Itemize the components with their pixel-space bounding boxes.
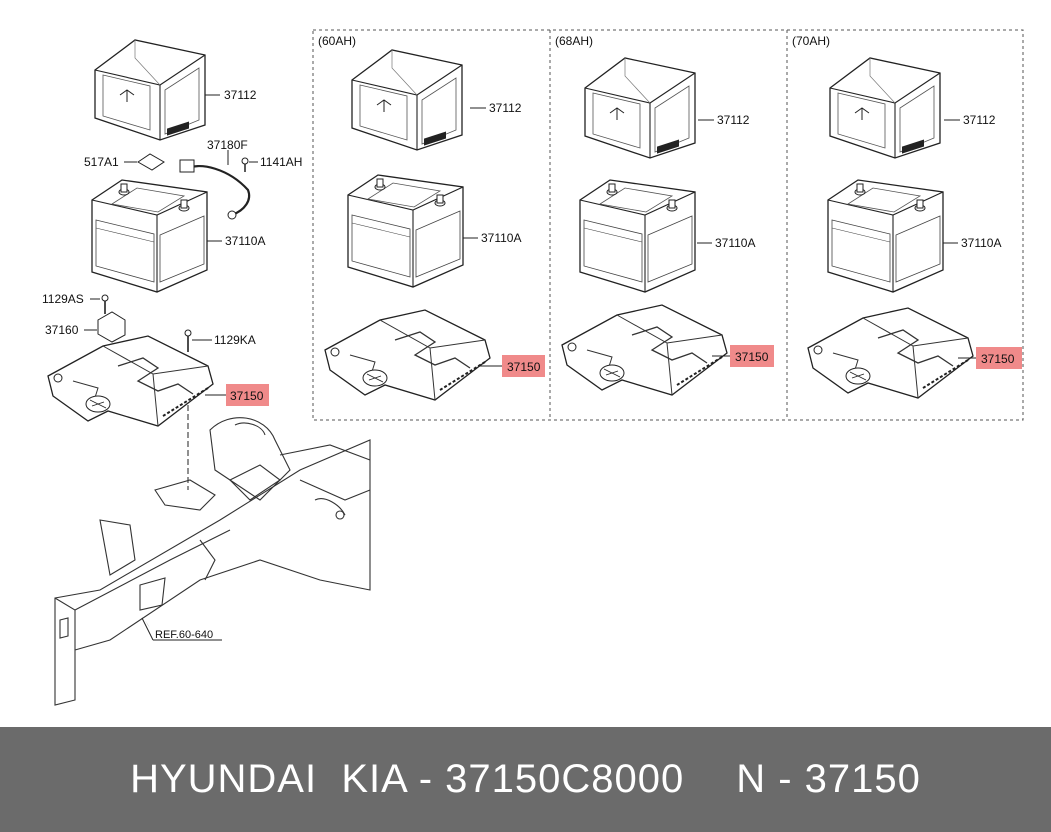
variant-battery-label: 37110A xyxy=(715,236,755,250)
highlight-bracket xyxy=(730,345,774,367)
variant-tray-label: 37112 xyxy=(963,113,996,127)
brand-part-code: HYUNDAI KIA - 37150C8000 xyxy=(130,757,685,801)
variant-tray-label: 37112 xyxy=(489,101,522,115)
part-number-footer: HYUNDAI KIA - 37150C8000 N - 37150 xyxy=(0,727,1051,832)
vehicle-body-structure xyxy=(54,417,371,706)
label-cable-bolt: 1141AH xyxy=(260,155,302,169)
variant-panels-frame xyxy=(312,29,1024,421)
catalog-number: N - 37150 xyxy=(736,757,921,801)
highlight-bracket-main xyxy=(226,384,269,406)
label-clamp: 37160 xyxy=(45,323,79,337)
variant-70ah: (70AH) 37112 37110A 37150 xyxy=(792,34,1022,399)
variant-bracket-label: 37150 xyxy=(981,352,1015,366)
label-sticker: 517A1 xyxy=(84,155,119,169)
variant-bracket-label: 37150 xyxy=(507,360,541,374)
highlight-bracket xyxy=(502,355,545,377)
variant-capacity: (70AH) xyxy=(792,34,830,48)
variant-capacity: (68AH) xyxy=(555,34,593,48)
highlight-bracket xyxy=(976,347,1022,369)
variant-battery-label: 37110A xyxy=(961,236,1001,250)
variant-battery-label: 37110A xyxy=(481,231,521,245)
label-cable: 37180F xyxy=(207,138,248,152)
variant-bracket-label: 37150 xyxy=(735,350,769,364)
label-bolt-left: 1129AS xyxy=(42,292,84,306)
label-bracket-main: 37150 xyxy=(230,389,264,403)
exploded-parts-diagram: 37112 517A1 37180F 1141AH 37110A 1129AS … xyxy=(42,29,1024,706)
label-tray: 37112 xyxy=(224,88,257,102)
label-reference: REF.60-640 xyxy=(155,629,213,641)
variant-capacity: (60AH) xyxy=(318,34,356,48)
label-battery: 37110A xyxy=(225,234,265,248)
label-bolt-right: 1129KA xyxy=(214,333,256,347)
variant-tray-label: 37112 xyxy=(717,113,750,127)
variant-68ah: (68AH) 37112 37110A 37150 xyxy=(555,34,774,396)
variant-60ah: (60AH) 37112 37110A 37150 xyxy=(318,34,545,401)
